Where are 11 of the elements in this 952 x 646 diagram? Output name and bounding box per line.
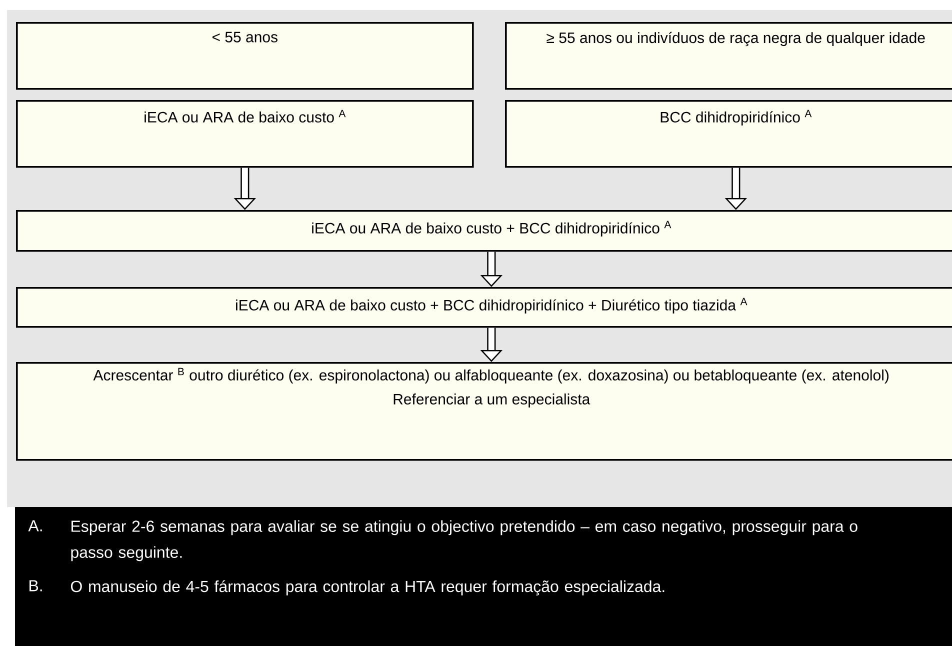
note-marker: B.: [30, 580, 42, 592]
step-box: BCC dihidropiridínico $^{A}$: [505, 100, 952, 168]
step-box: iECA ou ARA de baixo custo + BCC dihidropiridínico $^{A}$: [16, 210, 952, 252]
footnote: O manuseio de 4-5 fármacos para controlar a HTA requer formação especializada.: [70, 580, 664, 596]
footnote: Esperar 2-6 semanas para avaliar se se atingiu o objectivo pretendido – em caso negativo, prosseguir para o passo seguinte.: [71, 520, 858, 562]
step-box: iECA ou ARA de baixo custo + BCC dihidropiridínico + Diurético tipo tiazida $^{A}$: [16, 287, 952, 328]
step-box: ≥ 55 anos ou indivíduos de raça negra de qualquer idade: [505, 22, 952, 90]
step-box: Acrescentar $^{B}$ outro diurético (ex. espironolactona) ou alfabloqueante (ex. doxazosina) ou betabloqueante (ex. atenolol) Referenciar a um especialista: [16, 362, 952, 461]
step-box: < 55 anos: [16, 22, 474, 90]
note-marker: A.: [28, 520, 42, 532]
step-box: iECA ou ARA de baixo custo $^{A}$: [16, 100, 474, 168]
